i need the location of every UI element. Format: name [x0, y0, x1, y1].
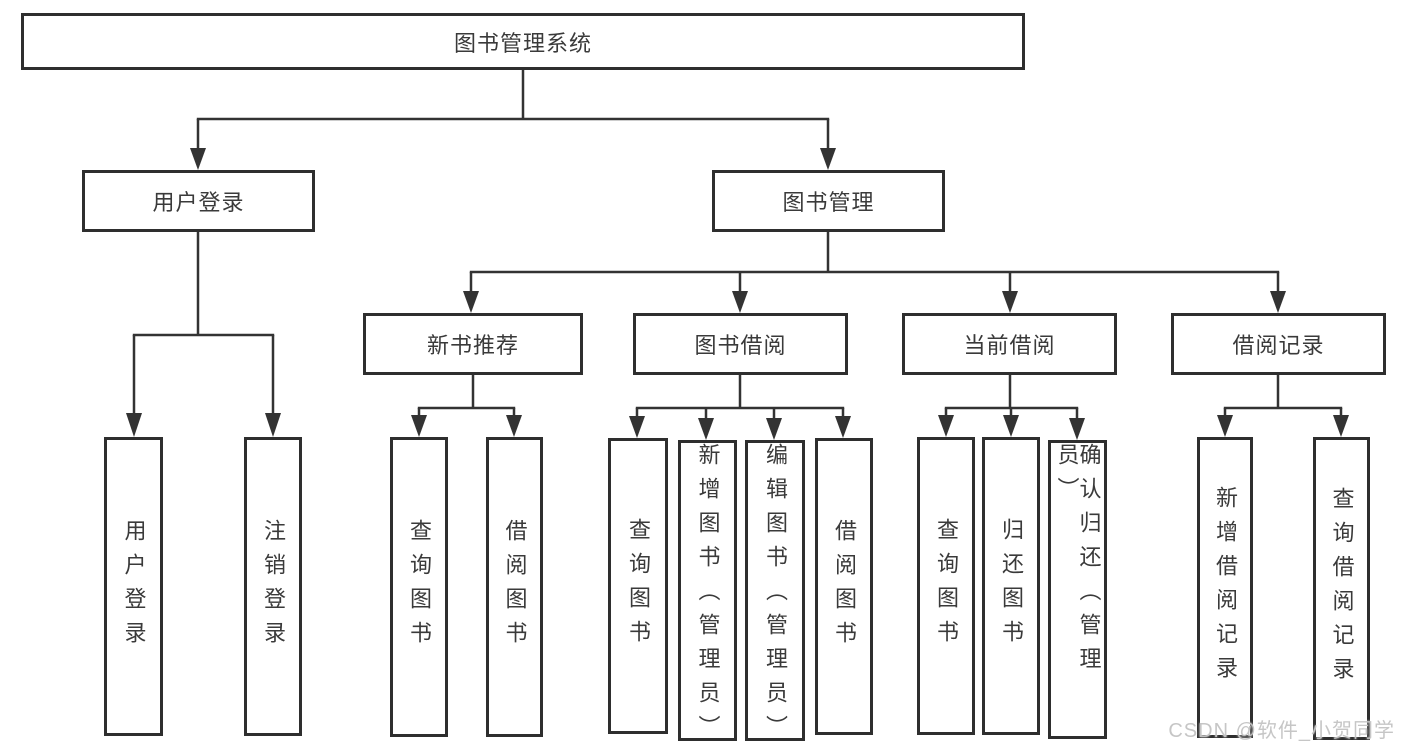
leaf-box-logout: 注销登录	[244, 437, 302, 736]
arrowhead-icons	[126, 148, 1349, 440]
leaf-box-return-book: 归还图书	[982, 437, 1040, 735]
leaf-box-borrow-book-recommend: 借阅图书	[486, 437, 543, 737]
leaf-box-confirm-return-admin: 确认归还（管理员）	[1048, 440, 1107, 739]
leaf-box-add-borrow-record: 新增借阅记录	[1197, 437, 1253, 738]
leaf-box-borrow-book: 借阅图书	[815, 438, 873, 735]
leaf-box-query-borrow-record: 查询借阅记录	[1313, 437, 1370, 740]
group-box-current-borrowing: 当前借阅	[902, 313, 1117, 375]
branch-box-book-management: 图书管理	[712, 170, 945, 232]
leaf-box-edit-book-admin: 编辑图书（管理员）	[745, 440, 805, 747]
leaf-box-add-book-admin: 新增图书（管理员）	[678, 440, 737, 747]
group-box-book-borrowing: 图书借阅	[633, 313, 848, 375]
leaf-box-query-book-recommend: 查询图书	[390, 437, 448, 737]
leaf-box-query-book-borrowing: 查询图书	[608, 438, 668, 734]
root-box-library-management-system: 图书管理系统	[21, 13, 1025, 70]
leaf-box-user-login: 用户登录	[104, 437, 163, 736]
group-box-borrowing-records: 借阅记录	[1171, 313, 1386, 375]
csdn-watermark: CSDN @软件_小贺同学	[1168, 720, 1395, 742]
leaf-box-query-book-current: 查询图书	[917, 437, 975, 735]
group-box-new-book-recommend: 新书推荐	[363, 313, 583, 375]
branch-box-user-login: 用户登录	[82, 170, 315, 232]
